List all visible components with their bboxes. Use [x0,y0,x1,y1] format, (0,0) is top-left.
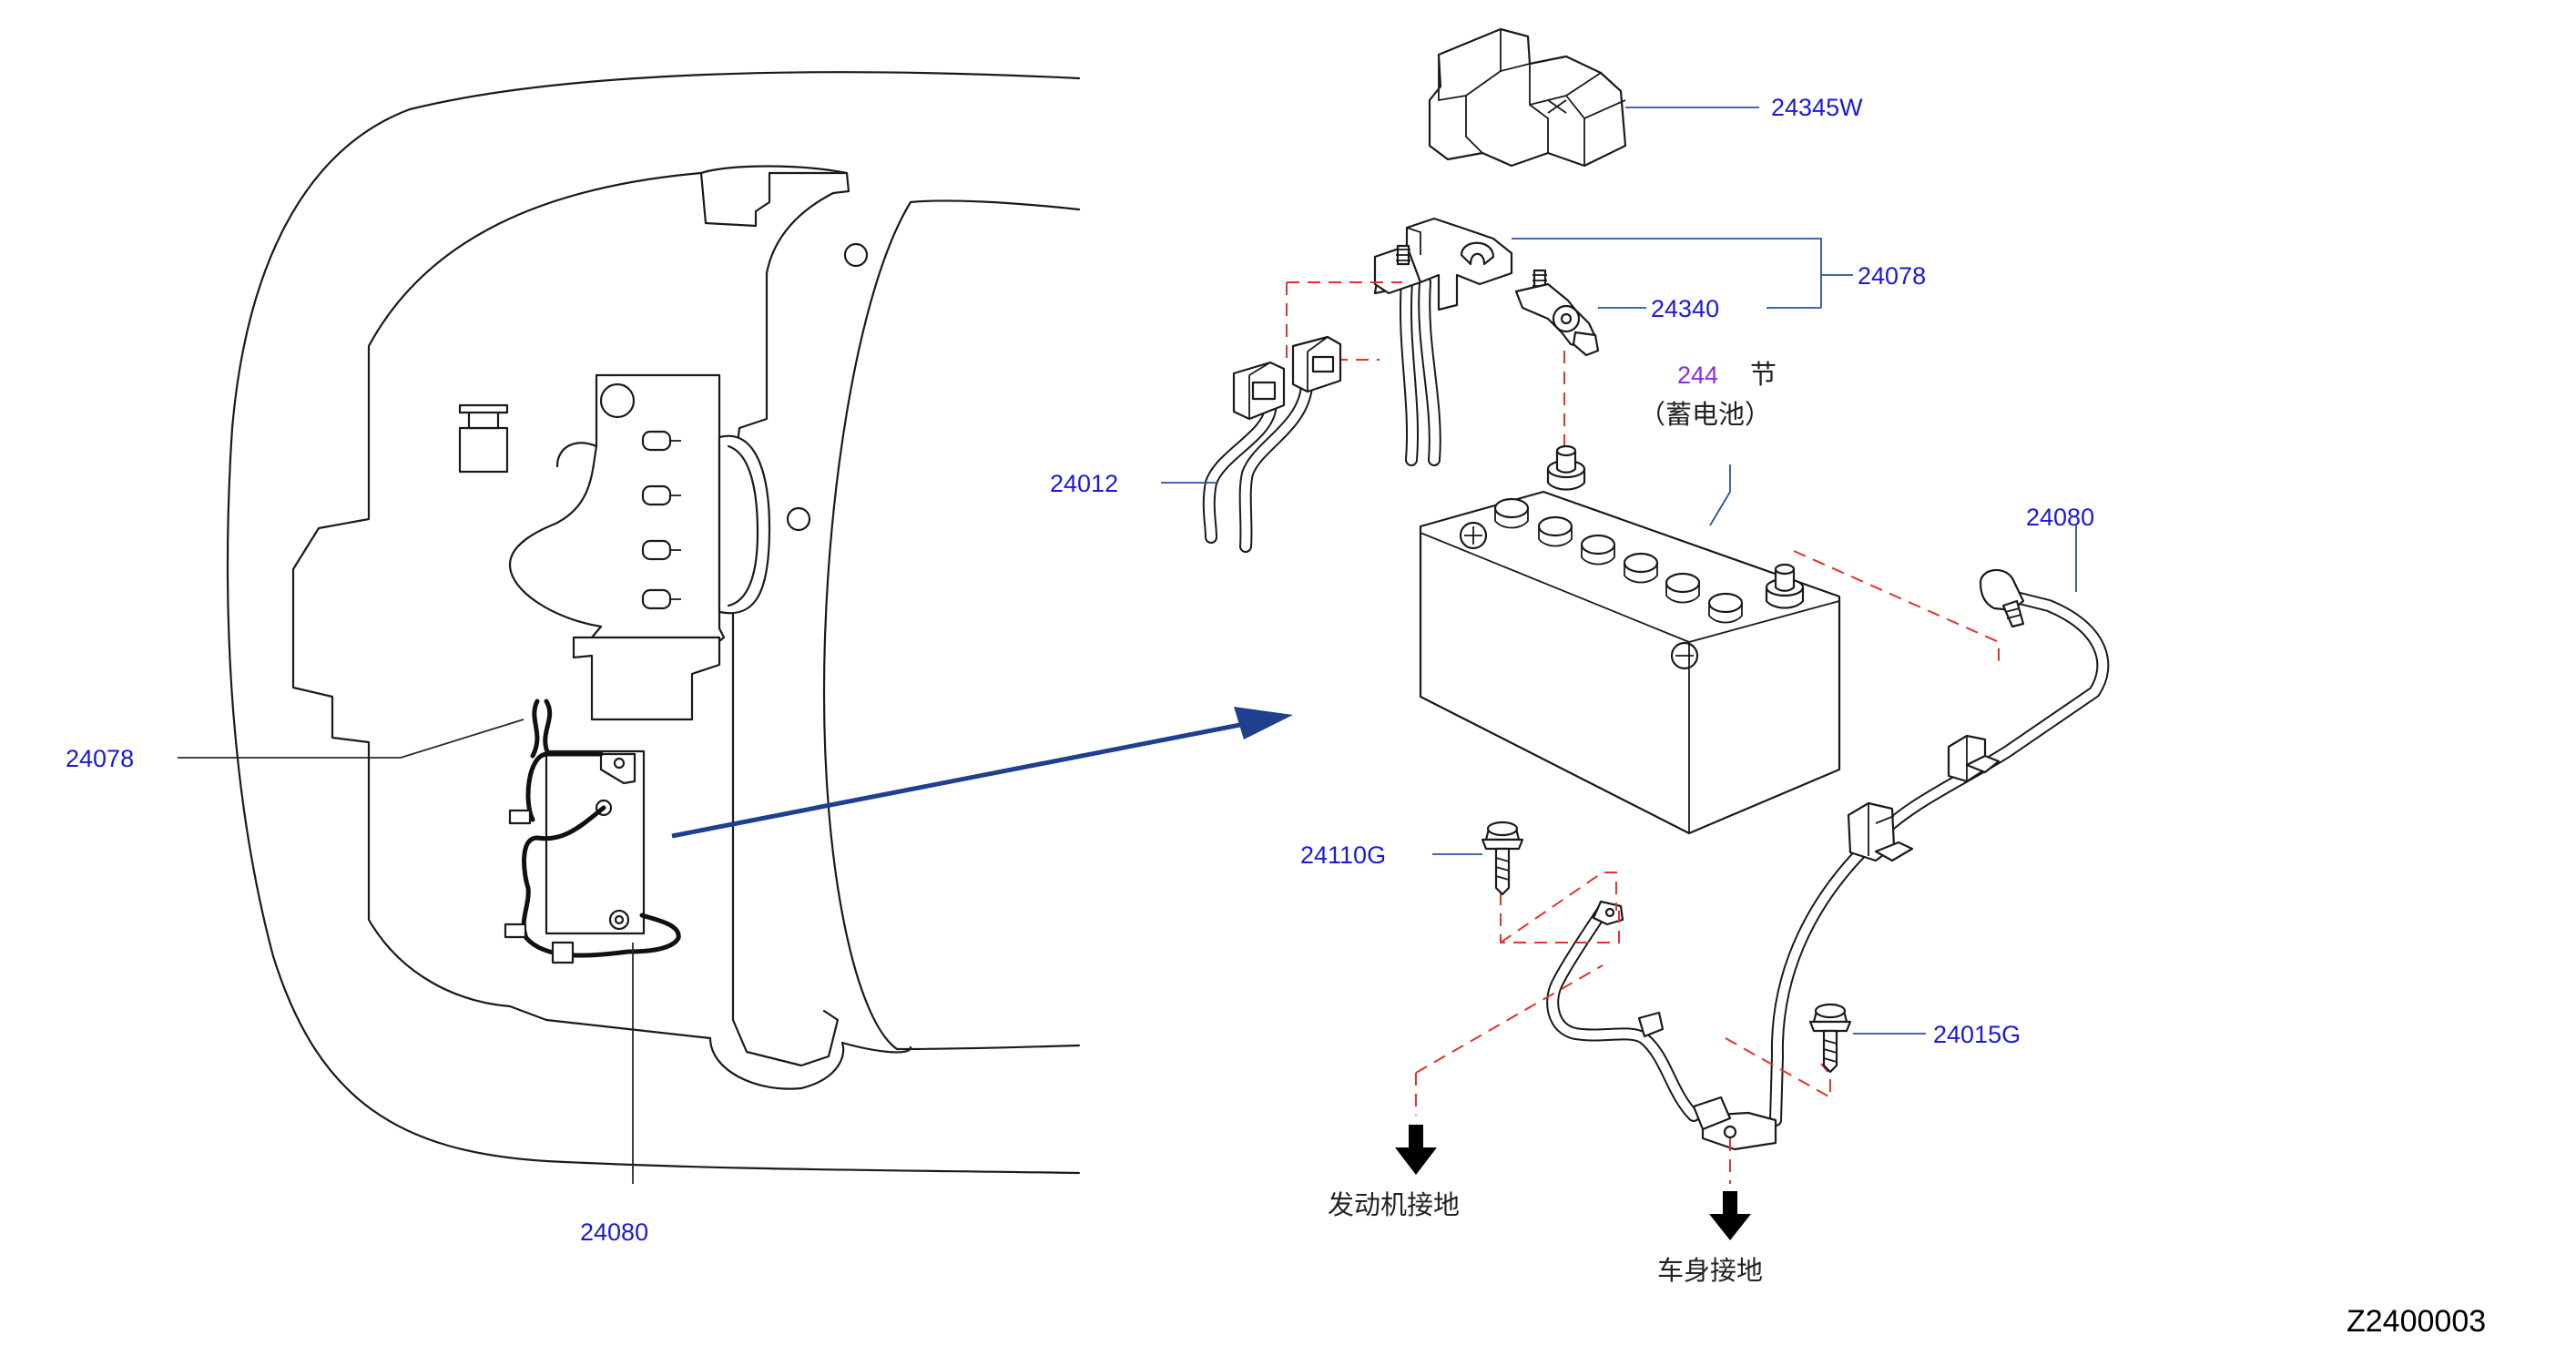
engine-oil-cap [599,382,636,419]
bulkhead-top [699,165,849,175]
part-number-bolt-right: 24015G [1933,1021,2021,1048]
vehicle-body-outline [226,71,1081,1175]
air-cleaner [718,434,771,615]
dashed-bolt-right [1725,1037,1831,1099]
dashed-engine-ground-2 [1415,964,1604,1074]
terminal-clip-24340 [1514,269,1600,357]
body-hole-upper [843,242,869,268]
battery-cell-caps [1493,497,1744,624]
transmission-block [572,636,721,721]
tray-terminal-box [599,752,636,785]
part-number-cover: 24345W [1771,94,1863,121]
vehicle-top-view [178,71,1081,1184]
cowl-outline [822,199,1081,1051]
bolt-24015G [1808,1003,1852,1074]
leader-harness-left [178,719,524,759]
battery-positive-icon [1459,521,1488,550]
battery-244 [1419,444,1841,835]
engine-intake-curve [555,442,598,468]
part-number-terminal-clip: 24340 [1651,295,1719,322]
body-ground-label: 车身接地 [1657,1255,1763,1286]
dashed-bolt-left [1500,892,1620,943]
dashed-bolt-left-2 [1500,872,1617,943]
harness-squiggle-left [530,698,540,759]
engine-bay-outline [291,171,912,1090]
body-ground-arrow-icon [1709,1191,1751,1240]
leader-24078 [1512,238,1853,309]
battery-name: （蓄电池） [1639,399,1771,430]
part-number-harness-group: 24078 [1858,262,1926,290]
battery-section-suffix: 节 [1750,359,1777,390]
detail-view-arrow [671,707,1293,839]
battery-location-detail [504,698,681,964]
battery-section-number: 244 [1677,362,1718,389]
battery-negative-icon [1670,641,1699,670]
part-number-bolt-left: 24110G [1300,841,1386,869]
part-number-ground-cable-left: 24080 [580,1218,648,1246]
part-number-harness-left: 24078 [66,745,134,772]
tray-terminal-negative [608,909,630,931]
bolt-24110G [1481,821,1524,896]
dashed-post-to-ground-cable [1793,550,2000,669]
cover-plus-icon [1547,99,1567,114]
tray-clip-left [508,809,532,825]
engine-ground-label: 发动机接地 [1328,1189,1460,1220]
body-hole-lower [786,506,811,532]
tray-clip-bottom [551,941,575,964]
tray-clip-lower [504,923,527,939]
engine-ground-arrow-icon [1395,1125,1437,1175]
ground-cable-detail [521,805,681,958]
fluid-reservoir [458,426,509,474]
harness-squiggle-right [543,698,553,759]
diagram-code: Z2400003 [2347,1304,2486,1339]
engine-ground-strap [1546,900,1732,1131]
dashed-connector-to-harness [1286,282,1380,361]
fluid-reservoir-top [458,403,509,414]
part-number-ground-cable: 24080 [2026,504,2094,531]
engine-cylinders [641,430,681,610]
connector-harness-24012 [1202,335,1342,553]
leader-battery [1709,464,1731,526]
terminal-cover-24345W [1428,27,1627,168]
part-number-connector-harness: 24012 [1050,470,1118,497]
positive-harness-24078 [1373,217,1513,466]
air-cleaner-inner [727,444,759,607]
bulkhead-outline [699,171,850,1067]
